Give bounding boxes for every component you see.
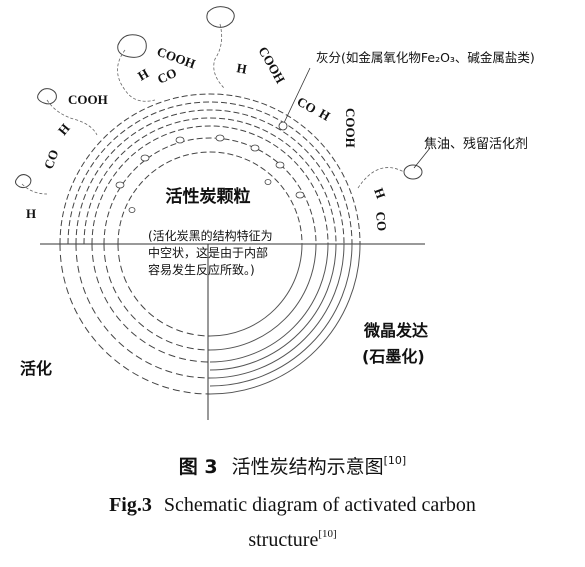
group-h-upper-left: H [55,121,73,138]
caption-zh-title: 活性炭结构示意图 [231,456,384,478]
group-cooh-top1: COOH [155,44,197,72]
tar-leader [413,147,431,169]
particle-label: 活性炭颗粒 [166,186,251,207]
group-co-left: CO [41,148,62,171]
group-cooh-left: COOH [68,92,108,107]
group-co-right1: CO [295,94,319,117]
particle-note-3: 容易发生反应所致。) [148,262,255,277]
tar-blobs [15,6,423,189]
group-co-right: CO [373,211,390,232]
activated-carbon-diagram: H CO H COOH H CO COOH H COOH CO H COOH H… [15,6,535,420]
group-cooh-right: COOH [343,108,358,148]
graphitization-label-2: (石墨化) [362,347,425,366]
ash-leader [282,67,311,126]
graphitization-label-1: 微晶发达 [363,321,428,340]
tar-tethers [21,23,405,195]
group-cooh-top2: COOH [255,44,288,86]
activation-label: 活化 [20,359,52,378]
group-h-left: H [26,206,36,221]
particle-note-1: (活化炭黑的结构特征为 [148,228,273,243]
caption-english-line2: structure[10] [0,528,585,552]
pores [115,134,305,213]
tar-label: 焦油、残留活化剂 [424,137,528,152]
caption-en-title-1: Schematic diagram of activated carbon [163,494,476,516]
group-h-right1: H [317,106,333,124]
caption-en-title-2: structure [248,529,319,551]
group-h-top1: H [135,66,151,84]
group-h-top2: H [235,60,248,77]
activation-rings [59,243,211,395]
group-co-top1: CO [155,65,179,87]
caption-english-line1: Fig.3 Schematic diagram of activated carb… [0,494,585,517]
upper-rings [59,93,361,245]
caption-en-ref: [10] [318,528,337,540]
caption-zh-number: 图 3 [178,456,218,478]
caption-zh-ref: [10] [383,454,407,467]
caption-chinese: 图 3 活性炭结构示意图[10] [0,452,585,479]
graphite-rings [209,243,361,395]
ash-label: 灰分(如金属氧化物Fe₂O₃、碱金属盐类) [316,50,535,65]
group-h-right: H [371,186,389,201]
particle-note-2: 中空状，这是由于内部 [148,245,268,260]
caption-en-number: Fig.3 [109,494,152,516]
